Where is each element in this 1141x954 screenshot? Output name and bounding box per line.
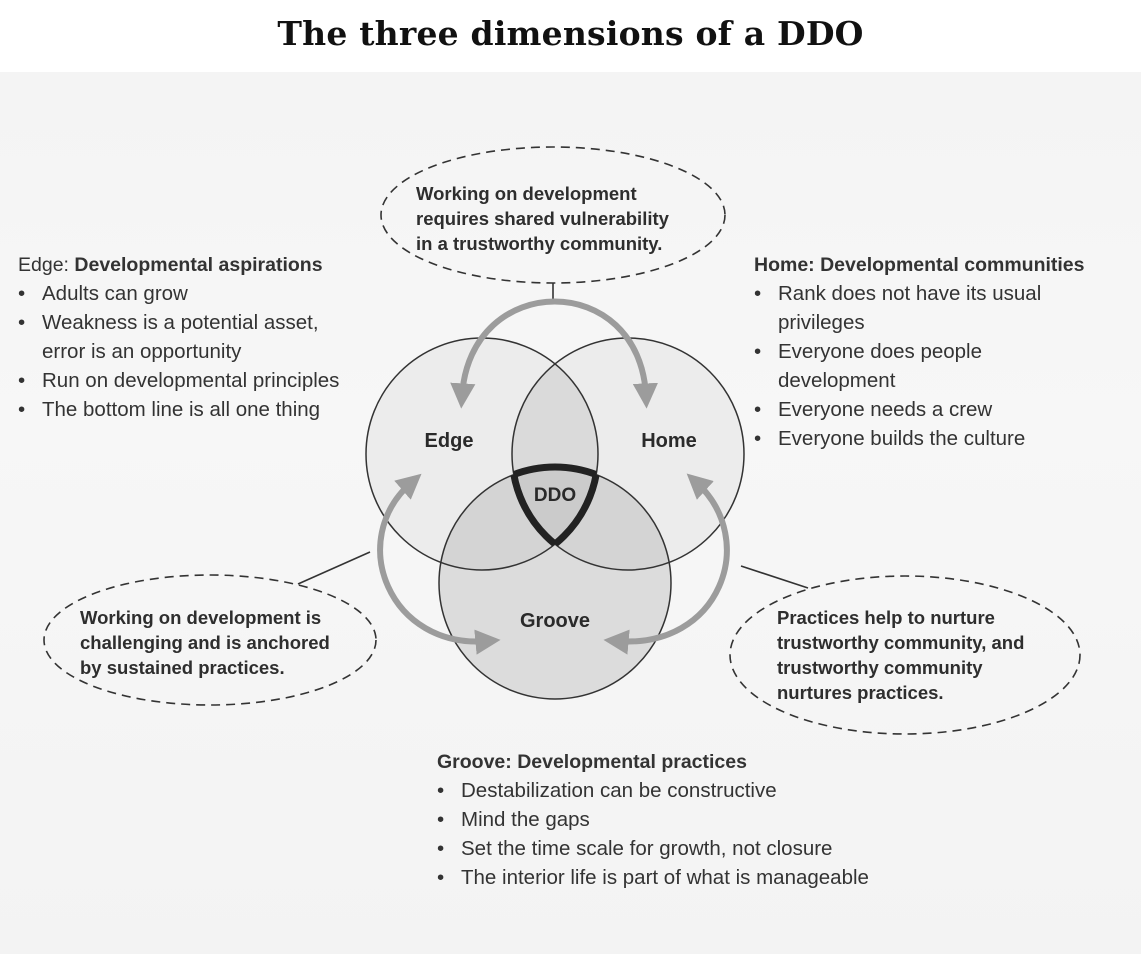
groove-block-heading: Groove: Developmental practices bbox=[437, 749, 957, 775]
home-block-label: Home: bbox=[754, 254, 815, 276]
home-list: Rank does not have its usual privileges … bbox=[754, 279, 1134, 453]
groove-block: Groove: Developmental practices Destabil… bbox=[437, 749, 957, 892]
edge-list-item: Weakness is a potential asset, error is … bbox=[18, 308, 362, 366]
ddo-outline-groove-arc bbox=[512, 463, 598, 570]
connector-line-right bbox=[740, 565, 809, 589]
home-list-item: Everyone needs a crew bbox=[754, 395, 1134, 424]
groove-list-item: Set the time scale for growth, not closu… bbox=[437, 834, 957, 863]
edge-list-item: The bottom line is all one thing bbox=[18, 395, 393, 424]
edge-list: Adults can grow Weakness is a potential … bbox=[18, 279, 393, 424]
groove-list: Destabilization can be constructive Mind… bbox=[437, 776, 957, 892]
edge-block: Edge: Developmental aspirations Adults c… bbox=[18, 252, 393, 424]
ddo-label: DDO bbox=[533, 485, 577, 506]
groove-list-item: The interior life is part of what is man… bbox=[437, 863, 957, 892]
edge-block-title: Developmental aspirations bbox=[74, 254, 323, 276]
groove-block-label: Groove: bbox=[437, 751, 512, 773]
note-right-line: Practices help to nurture bbox=[777, 607, 995, 628]
edge-block-heading: Edge: Developmental aspirations bbox=[18, 252, 393, 278]
home-list-item: Everyone builds the culture bbox=[754, 424, 1134, 453]
note-top: Working on development requires shared v… bbox=[416, 181, 669, 256]
note-top-line: requires shared vulnerability bbox=[416, 208, 669, 229]
groove-label: Groove bbox=[519, 610, 591, 632]
note-ellipse-top bbox=[380, 146, 726, 284]
home-list-item: Rank does not have its usual privileges bbox=[754, 279, 1078, 337]
groove-block-title: Developmental practices bbox=[517, 751, 747, 773]
note-right-line: nurtures practices. bbox=[777, 682, 944, 703]
note-left-line: by sustained practices. bbox=[80, 657, 285, 678]
note-ellipse-right bbox=[729, 575, 1081, 735]
arrow-edge-home bbox=[450, 298, 658, 409]
home-list-item: Everyone does people development bbox=[754, 337, 1033, 395]
groove-list-item: Mind the gaps bbox=[437, 805, 957, 834]
home-label: Home bbox=[641, 430, 697, 452]
note-right: Practices help to nurture trustworthy co… bbox=[777, 605, 1024, 705]
note-right-line: trustworthy community, and bbox=[777, 632, 1025, 653]
note-ellipse-left bbox=[43, 574, 377, 706]
note-left-line: Working on development is bbox=[80, 607, 322, 628]
arrow-home-groove bbox=[603, 473, 730, 655]
note-right-line: trustworthy community bbox=[777, 657, 983, 678]
note-top-line: in a trustworthy community. bbox=[416, 233, 663, 254]
edge-list-item: Run on developmental principles bbox=[18, 366, 393, 395]
arrow-edge-groove bbox=[377, 473, 501, 655]
home-block: Home: Developmental communities Rank doe… bbox=[754, 252, 1134, 453]
note-left-line: challenging and is anchored bbox=[80, 632, 330, 653]
page-title: The three dimensions of a DDO bbox=[277, 14, 864, 53]
home-block-title: Developmental communities bbox=[820, 254, 1085, 276]
home-block-heading: Home: Developmental communities bbox=[754, 252, 1134, 278]
note-top-line: Working on development bbox=[416, 183, 637, 204]
edge-block-label: Edge: bbox=[18, 254, 69, 276]
edge-list-item: Adults can grow bbox=[18, 279, 393, 308]
edge-label: Edge bbox=[424, 430, 474, 452]
note-left: Working on development is challenging an… bbox=[80, 605, 330, 680]
connector-line-left bbox=[297, 551, 371, 585]
groove-list-item: Destabilization can be constructive bbox=[437, 776, 957, 805]
